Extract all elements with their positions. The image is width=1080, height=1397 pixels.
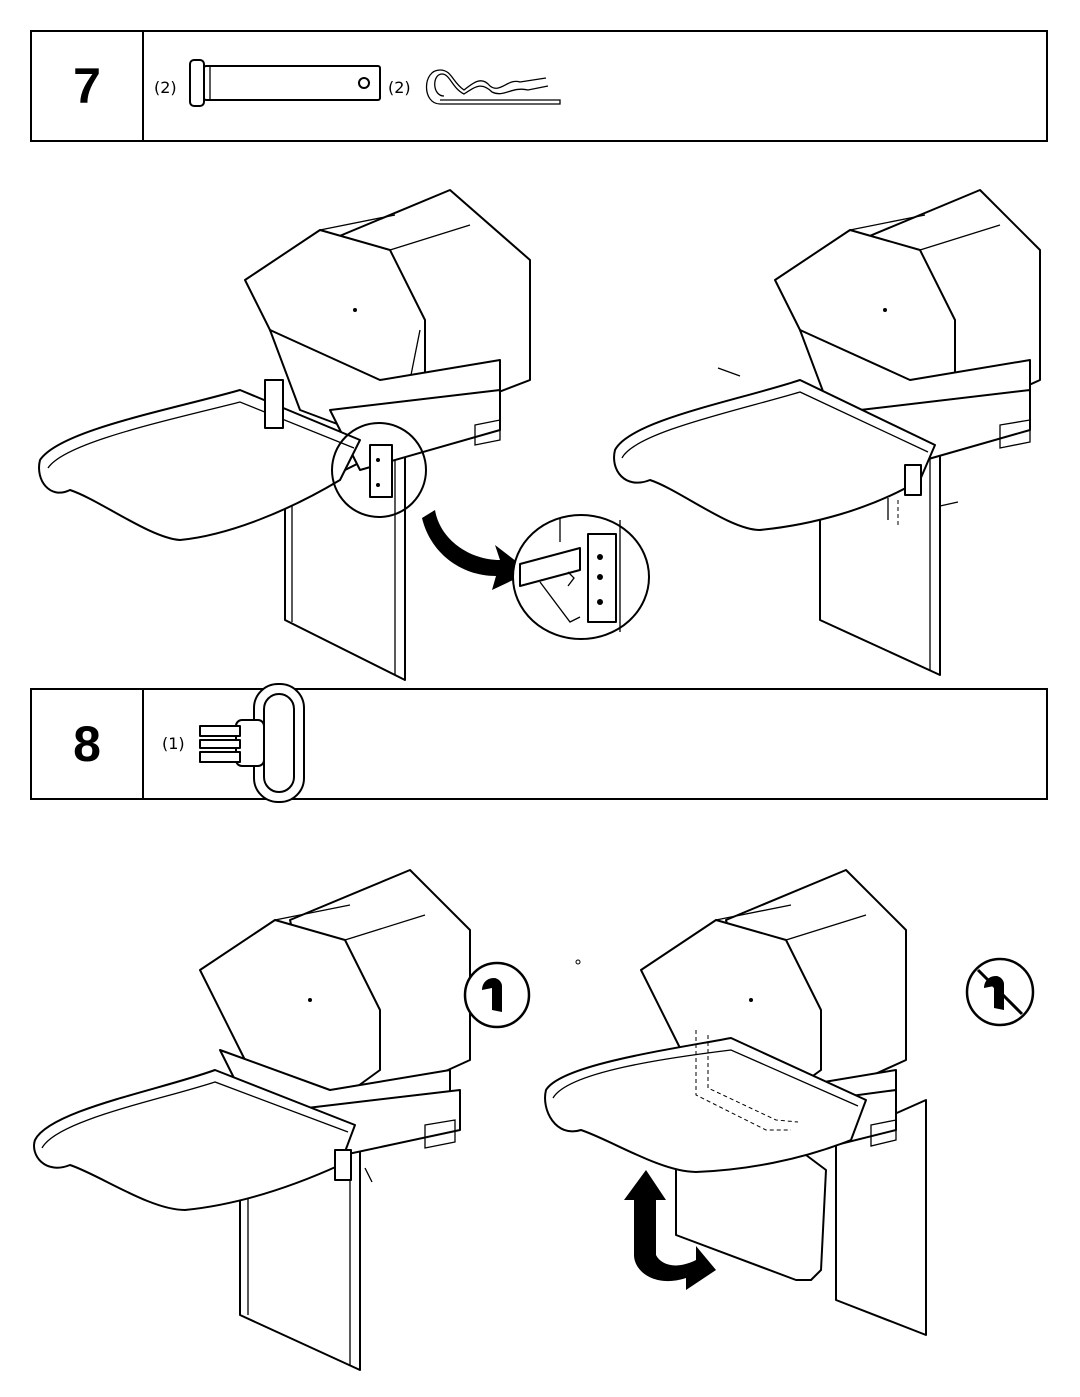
clevis-pin-icon	[188, 52, 388, 112]
step-7-number: 7	[32, 32, 144, 140]
quick-release-pin-icon	[196, 682, 306, 804]
pin-removed-symbol-icon	[964, 956, 1036, 1028]
grill-cart-side-shelf-attach-icon	[30, 180, 460, 680]
step-7-header: 7 (2) (2)	[30, 30, 1048, 142]
part-qty-hair-pin: (2)	[388, 78, 411, 97]
part-qty-clevis-pin: (2)	[154, 78, 177, 97]
step-8-header: 8 (1)	[30, 688, 1048, 800]
grill-cart-shelf-folded-icon	[536, 860, 980, 1380]
grill-cart-shelf-up-locked-icon	[30, 860, 470, 1380]
hair-pin-clip-icon	[420, 64, 560, 106]
part-qty-quick-pin: (1)	[162, 734, 185, 753]
hinge-bracket-detail-icon	[510, 512, 652, 642]
step-8-number: 8	[32, 690, 144, 798]
pin-locked-symbol-icon	[462, 960, 532, 1030]
grill-cart-pins-inserted-icon	[600, 180, 1040, 680]
